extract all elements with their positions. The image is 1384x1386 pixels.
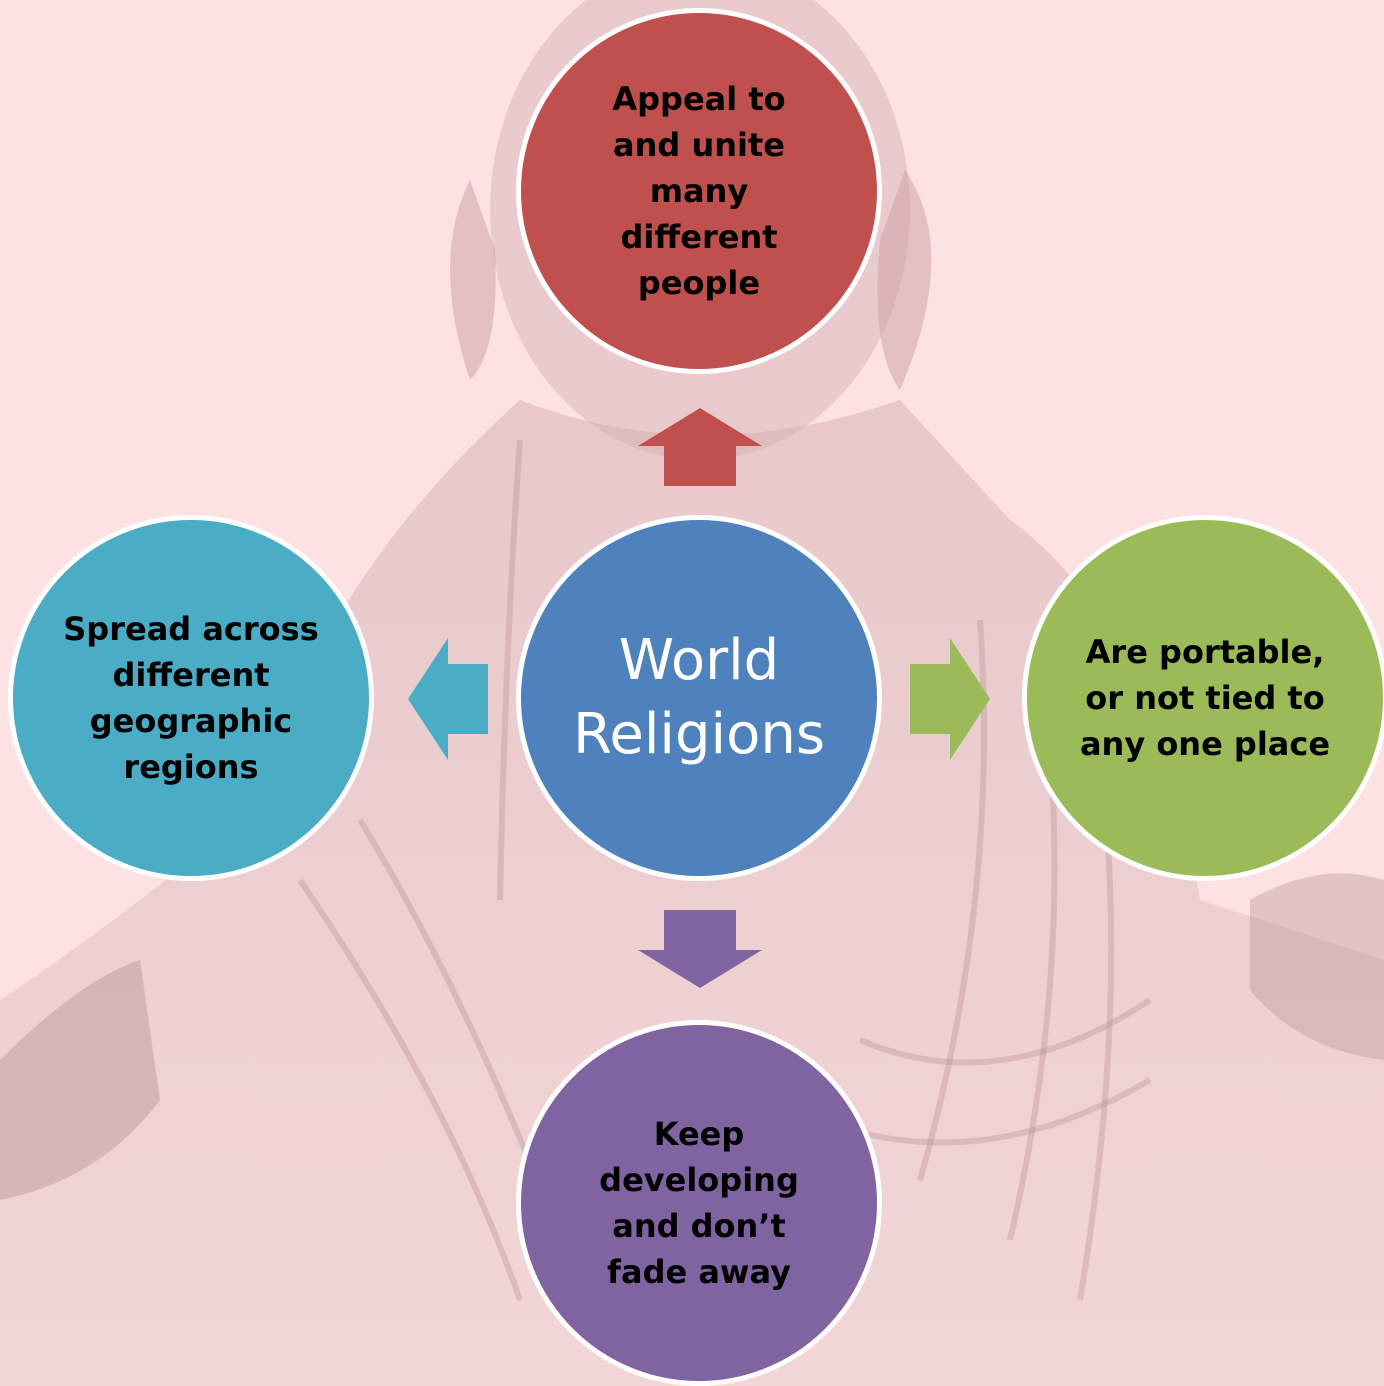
bottom-node-label: Keep developing and don’t fade away — [599, 1115, 799, 1291]
arrow-right-icon — [910, 638, 990, 760]
bottom-node: Keep developing and don’t fade away — [516, 1020, 882, 1386]
center-node-label: World Religions — [573, 628, 825, 767]
top-node-label: Appeal to and unite many different peopl… — [612, 80, 786, 302]
center-node-world-religions: World Religions — [516, 515, 882, 881]
arrow-up-icon — [638, 408, 762, 486]
left-node: Spread across different geographic regio… — [8, 515, 374, 881]
right-node-label: Are portable, or not tied to any one pla… — [1079, 633, 1331, 763]
arrow-down-icon — [638, 910, 762, 988]
right-node: Are portable, or not tied to any one pla… — [1022, 515, 1384, 881]
left-node-label: Spread across different geographic regio… — [63, 610, 319, 786]
arrow-left-icon — [408, 638, 488, 760]
top-node: Appeal to and unite many different peopl… — [516, 8, 882, 374]
